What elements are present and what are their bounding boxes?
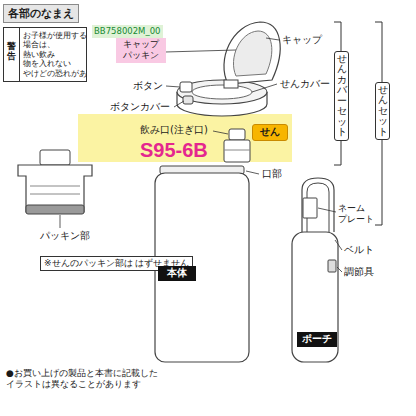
- stopper-thread: [224, 150, 250, 151]
- leader-line: [166, 86, 180, 87]
- node-text: せん: [256, 126, 284, 139]
- part-number: S95-6B: [140, 138, 208, 163]
- part-name: パッキン部: [40, 230, 90, 243]
- leader-line: [165, 50, 236, 52]
- node-text: 本体: [161, 267, 193, 280]
- stopper: [224, 140, 250, 162]
- part-name: 調節具: [344, 266, 374, 279]
- warning-heading: 警告: [4, 28, 20, 81]
- part-name: ボタンカバー: [110, 101, 170, 114]
- name-plate: [303, 198, 317, 218]
- button-cover: [183, 96, 193, 104]
- part-name: ベルト: [344, 244, 374, 257]
- button: [180, 82, 192, 92]
- part-name: キャップ パッキン: [116, 38, 166, 63]
- title-box: 各部のなまえ: [3, 4, 79, 23]
- leader-line: [213, 131, 228, 134]
- node-text: せんカバーセット: [337, 54, 347, 138]
- hinge: [224, 80, 238, 88]
- cap-top: [177, 80, 267, 104]
- leader-line: [335, 240, 342, 250]
- part-name: せんカバー: [280, 78, 330, 90]
- part-name: キャップ: [282, 34, 322, 47]
- leader-line: [337, 267, 342, 272]
- cap-lid: [224, 22, 280, 84]
- bracket-label: せんカバーセット: [334, 51, 349, 141]
- part-tag: 本体: [158, 266, 196, 281]
- warning-box: 警告お子様が使用する 場合は、熱い飲み 物を入れない やけどの恐れがあ: [3, 27, 87, 82]
- bracket-label: せんセット: [375, 82, 390, 140]
- part-code: BB758002M_00: [92, 25, 163, 38]
- highlight-band: [78, 114, 292, 162]
- spout: [229, 129, 245, 140]
- leader-line: [266, 38, 279, 40]
- leader-line: [318, 208, 336, 212]
- node-text: ポーチ: [300, 333, 334, 346]
- thread: [30, 194, 80, 195]
- leader-line: [60, 215, 61, 228]
- node-text: せんセット: [378, 85, 388, 137]
- part-name: 飲み口(注ぎ口): [140, 124, 208, 137]
- section-spout: [40, 150, 70, 165]
- thread: [30, 186, 80, 187]
- stopper-cover: [192, 85, 252, 99]
- leader-line: [174, 101, 184, 107]
- part-name: 口部: [262, 168, 282, 181]
- warning-text: お子様が使用する 場合は、熱い飲み 物を入れない やけどの恐れがあ: [20, 28, 86, 81]
- leader-line: [252, 84, 277, 92]
- stopper-tag: せん: [252, 124, 288, 141]
- packing: [26, 205, 84, 214]
- footnote: ●お買い上げの製品と本書に記載した イラストは異なることがあります: [6, 368, 246, 391]
- leader-line: [246, 171, 259, 174]
- belt: [302, 178, 334, 232]
- pouch-body: [292, 232, 338, 362]
- part-name: ボタン: [133, 80, 163, 93]
- part-name: ネーム プレート: [338, 203, 376, 226]
- part-tag: ポーチ: [297, 332, 337, 347]
- bottle-body: [155, 173, 249, 362]
- adjuster: [328, 260, 336, 272]
- title: 各部のなまえ: [8, 7, 74, 20]
